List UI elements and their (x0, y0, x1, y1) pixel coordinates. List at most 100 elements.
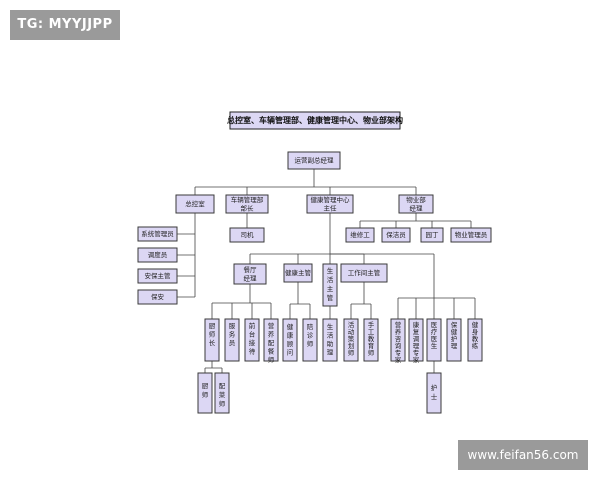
node-life-0-label: 理 (327, 349, 334, 357)
node-chef-1-label: 菜 (219, 390, 226, 399)
node-health-center-label: 健康管理中心 (311, 195, 351, 204)
node-property-3-label: 物业管理员 (455, 230, 488, 239)
node-medical-2-label: 医 (431, 321, 438, 329)
node-restaurant-0: 厨师长 (204, 318, 220, 362)
node-workshop-0-label: 活 (348, 320, 355, 329)
node-control-room: 总控室 (175, 194, 215, 214)
node-medical-4-label: 练 (472, 341, 479, 350)
node-life-0-label: 生 (327, 322, 334, 331)
node-life-supervisor-label: 活 (327, 275, 334, 284)
node-medical-0-label: 询 (395, 341, 402, 350)
node-control-room-label: 总控室 (185, 199, 205, 208)
node-chef-1-label: 配 (219, 382, 226, 390)
node-workshop-1-label: 工 (368, 328, 375, 336)
node-medical-3-label: 理 (451, 342, 458, 350)
node-care-1-label: 诊 (307, 331, 314, 340)
node-property-0: 维修工 (345, 227, 375, 243)
node-workshop-0-label: 划 (348, 341, 355, 350)
node-medical-0-label: 专 (395, 348, 402, 357)
chart-title: 总控室、车辆管理部、健康管理中心、物业部架构 (227, 111, 403, 130)
node-workshop-1-label: 手 (368, 320, 375, 329)
node-care-0-label: 顾 (287, 340, 294, 348)
node-medical-3-label: 护 (451, 334, 458, 343)
node-driver: 司机 (229, 227, 265, 243)
node-care-0-label: 康 (287, 331, 294, 340)
node-health-center-label: 主任 (324, 203, 338, 212)
node-medical-2-label: 医 (431, 335, 438, 343)
node-root-label: 运营副总经理 (295, 156, 335, 165)
node-control-2-label: 安保主管 (145, 271, 172, 280)
node-restaurant-3-label: 餐 (268, 347, 275, 356)
node-property-1-label: 保洁员 (386, 230, 406, 239)
node-restaurant-3-label: 师 (268, 355, 275, 364)
node-restaurant-0-label: 长 (209, 338, 216, 347)
node-medical-0-label: 营 (395, 320, 402, 329)
node-life-supervisor-label: 生 (327, 266, 334, 275)
node-care-1-label: 师 (307, 339, 314, 348)
node-restaurant-3-label: 配 (268, 339, 275, 347)
node-workshop-1-label: 教 (368, 334, 375, 343)
node-control-1: 调度员 (137, 247, 178, 263)
node-restaurant-3-label: 养 (268, 330, 275, 339)
node-medical-1-label: 专 (413, 348, 420, 357)
node-medical-0-label: 咨 (395, 334, 402, 343)
node-chef-0-label: 厨 (202, 382, 209, 390)
node-workshop-supervisor: 工作间主管 (340, 263, 388, 283)
node-workshop-0-label: 策 (348, 334, 355, 343)
node-restaurant-2-label: 接 (249, 338, 256, 347)
node-nurse-label: 士 (431, 392, 438, 401)
node-medical-3-label: 健 (451, 327, 458, 336)
node-property-2: 园丁 (420, 227, 444, 243)
node-workshop-0-label: 动 (348, 328, 355, 336)
node-restaurant-1-label: 员 (229, 339, 236, 347)
node-care-1-label: 陪 (307, 322, 314, 331)
node-medical-2-label: 疗 (431, 327, 438, 336)
node-life-0-label: 活 (327, 331, 334, 340)
node-restaurant-0-label: 师 (209, 330, 216, 339)
node-chef-0-label: 师 (202, 390, 209, 399)
node-restaurant-manager-label: 经理 (244, 273, 258, 282)
connector-lines (177, 169, 476, 373)
node-control-2: 安保主管 (137, 268, 178, 284)
watermark-tg: TG: MYYJJPP (10, 10, 120, 40)
node-medical-4-label: 健 (472, 320, 479, 329)
node-restaurant-2-label: 台 (249, 330, 256, 339)
node-restaurant-manager-label: 餐厅 (244, 265, 258, 274)
node-life-0-label: 助 (327, 339, 334, 348)
node-medical-0-label: 养 (395, 327, 402, 336)
node-nurse: 护士 (426, 372, 442, 414)
node-life-supervisor-label: 管 (327, 293, 334, 302)
node-property-1: 保洁员 (381, 227, 411, 243)
node-control-1-label: 调度员 (148, 250, 168, 259)
node-property-2-label: 园丁 (426, 231, 440, 239)
node-control-3-label: 保安 (151, 292, 165, 301)
node-control-3: 保安 (137, 289, 178, 305)
node-life-supervisor-label: 主 (327, 284, 334, 293)
node-medical-4-label: 身 (472, 327, 479, 336)
node-vehicle-dept-label: 部长 (241, 203, 255, 212)
org-nodes: 总控室、车辆管理部、健康管理中心、物业部架构运营副总经理总控室车辆管理部部长健康… (137, 111, 492, 414)
node-nurse-label: 护 (431, 383, 438, 392)
node-property-3: 物业管理员 (450, 227, 492, 243)
node-root: 运营副总经理 (287, 151, 341, 170)
node-health-supervisor-label: 健康主管 (285, 268, 312, 277)
node-care-0-label: 健 (287, 322, 294, 331)
node-medical-1-label: 调 (413, 334, 420, 343)
node-medical-1-label: 康 (413, 320, 420, 329)
node-workshop-1-label: 师 (368, 348, 375, 357)
node-workshop-0-label: 师 (348, 348, 355, 357)
node-medical-1-label: 理 (413, 342, 420, 350)
node-care-0-label: 问 (287, 349, 294, 357)
